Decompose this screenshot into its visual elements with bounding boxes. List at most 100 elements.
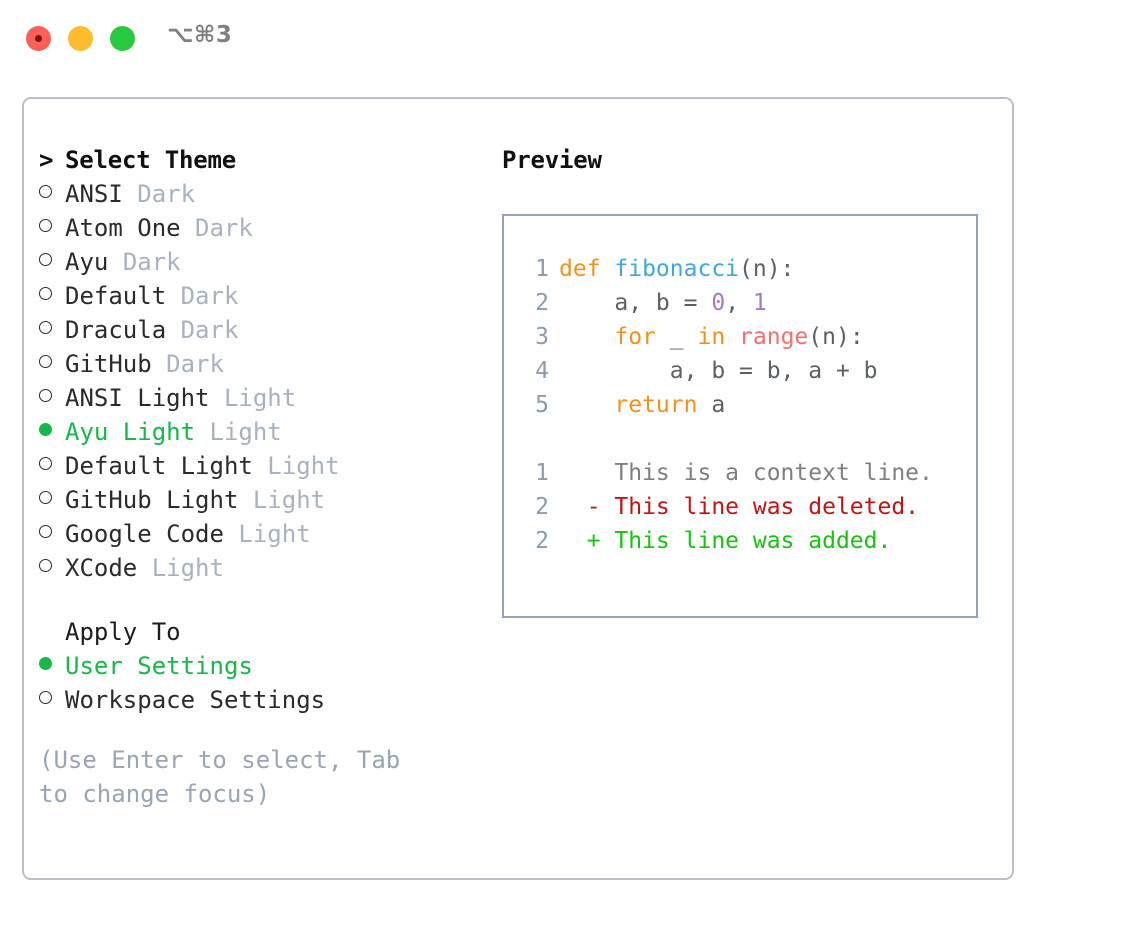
radio-unselected-icon <box>39 389 52 402</box>
code-token: fibonacci <box>614 256 740 282</box>
theme-variant-tag: Dark <box>180 282 239 310</box>
theme-variant-tag: Light <box>151 554 224 582</box>
code-token: a <box>697 392 726 418</box>
code-content: for _ in range(n): <box>559 320 864 354</box>
code-token: range <box>739 324 809 350</box>
code-token: in <box>697 324 726 350</box>
theme-list-item[interactable]: GitHub Dark <box>39 347 469 381</box>
theme-name: Ayu <box>65 248 109 276</box>
theme-name: Dracula <box>65 316 167 344</box>
radio-selected-icon <box>39 657 52 670</box>
radio-unselected-icon <box>39 457 52 470</box>
theme-variant-tag: Light <box>238 520 311 548</box>
radio-unselected-icon <box>39 287 52 300</box>
theme-variant-tag: Dark <box>122 248 181 276</box>
diff-sign <box>559 460 614 486</box>
apply-to-label: Apply To <box>65 618 181 646</box>
radio-unselected-icon <box>39 321 52 334</box>
code-token <box>559 392 614 418</box>
code-token: for <box>614 324 656 350</box>
close-window-button[interactable] <box>26 26 51 51</box>
theme-list-item[interactable]: XCode Light <box>39 551 469 585</box>
diff-line-content: + This line was added. <box>559 524 892 558</box>
line-number: 4 <box>535 358 549 384</box>
maximize-window-button[interactable] <box>110 26 135 51</box>
theme-list-item[interactable]: ANSI Dark <box>39 177 469 211</box>
theme-list-item[interactable]: Google Code Light <box>39 517 469 551</box>
code-token: return <box>614 392 698 418</box>
code-content: def fibonacci(n): <box>559 252 794 286</box>
diff-text: This line was deleted. <box>614 494 920 520</box>
code-token: (n): <box>808 324 864 350</box>
theme-list-item[interactable]: Atom One Dark <box>39 211 469 245</box>
diff-line: 2 + This line was added. <box>517 524 976 558</box>
traffic-light-group <box>26 26 135 51</box>
theme-name: ANSI Light <box>65 384 210 412</box>
line-number: 2 <box>535 290 549 316</box>
code-content: return a <box>559 388 725 422</box>
radio-selected-icon <box>39 423 52 436</box>
diff-line-number: 2 <box>535 528 549 554</box>
diff-sign: + <box>559 528 615 554</box>
theme-name: Google Code <box>65 520 224 548</box>
theme-name: GitHub Light <box>65 486 239 514</box>
theme-variant-tag: Dark <box>195 214 253 242</box>
radio-unselected-icon <box>39 491 52 504</box>
theme-variant-tag: Light <box>267 452 340 480</box>
code-token: , <box>725 290 753 316</box>
radio-unselected-icon <box>39 355 52 368</box>
diff-sign: - <box>559 494 615 520</box>
code-token: (n): <box>739 256 795 282</box>
apply-to-option[interactable]: User Settings <box>39 649 469 683</box>
diff-line: 1 This is a context line. <box>517 456 976 490</box>
theme-variant-tag: Dark <box>180 316 239 344</box>
apply-to-option-label: Workspace Settings <box>65 686 326 714</box>
preview-title: Preview <box>502 146 602 174</box>
minimize-window-button[interactable] <box>68 26 93 51</box>
code-token: a, b = b, a + b <box>559 358 878 384</box>
theme-name: GitHub <box>65 350 152 378</box>
theme-list-item[interactable]: Dracula Dark <box>39 313 469 347</box>
line-number: 3 <box>535 324 549 350</box>
cursor-arrow-icon: > <box>39 146 54 174</box>
apply-to-option[interactable]: Workspace Settings <box>39 683 469 717</box>
theme-name: ANSI <box>65 180 123 208</box>
theme-list-item[interactable]: Default Dark <box>39 279 469 313</box>
diff-line: 2 - This line was deleted. <box>517 490 976 524</box>
diff-line-content: - This line was deleted. <box>559 490 919 524</box>
radio-unselected-icon <box>39 691 52 704</box>
radio-unselected-icon <box>39 253 52 266</box>
code-token: a, b = <box>559 290 712 316</box>
theme-list-item[interactable]: GitHub Light Light <box>39 483 469 517</box>
theme-name: Ayu Light <box>65 418 196 446</box>
theme-variant-tag: Dark <box>166 350 224 378</box>
theme-variant-tag: Light <box>223 384 297 412</box>
diff-text: This line was added. <box>614 528 892 554</box>
theme-name: Default Light <box>65 452 253 480</box>
diff-text: This is a context line. <box>614 460 933 486</box>
apply-to-option-label: User Settings <box>65 652 253 680</box>
theme-name: XCode <box>65 554 138 582</box>
theme-list-item[interactable]: Ayu Light Light <box>39 415 469 449</box>
theme-list-item[interactable]: ANSI Light Light <box>39 381 469 415</box>
code-line: 2 a, b = 0, 1 <box>517 286 976 320</box>
code-content: a, b = 0, 1 <box>559 286 766 320</box>
keyboard-shortcut-label: ⌥⌘3 <box>167 22 233 48</box>
diff-sample: 1 This is a context line.2 - This line w… <box>517 456 976 558</box>
theme-variant-tag: Light <box>209 418 282 446</box>
code-token: _ <box>655 324 698 350</box>
code-token <box>559 324 614 350</box>
code-token: 0 <box>711 290 726 316</box>
diff-line-content: This is a context line. <box>559 456 933 490</box>
radio-unselected-icon <box>39 559 52 572</box>
theme-list-item[interactable]: Default Light Light <box>39 449 469 483</box>
keyboard-hint-text: (Use Enter to select, Tab to change focu… <box>39 746 401 808</box>
theme-list-item[interactable]: Ayu Dark <box>39 245 469 279</box>
select-theme-heading-label: Select Theme <box>65 146 236 174</box>
